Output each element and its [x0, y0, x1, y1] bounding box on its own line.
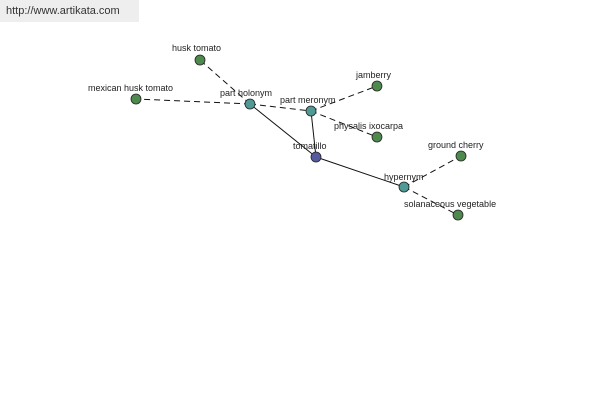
edge-meronym-physalis-ixocarpa — [310, 110, 378, 138]
node-label: mexican husk tomato — [88, 83, 173, 93]
node-jamberry[interactable]: jamberry — [355, 70, 392, 92]
relation-node-dot[interactable] — [398, 181, 410, 193]
node-husk-tomato[interactable]: husk tomato — [172, 43, 221, 66]
node-mexican-husk-tomato[interactable]: mexican husk tomato — [88, 83, 173, 105]
leaf-node-dot[interactable] — [455, 150, 467, 162]
leaf-node-dot[interactable] — [371, 80, 383, 92]
node-label: hypernym — [384, 172, 424, 182]
node-label: part meronym — [280, 95, 336, 105]
node-label: tomatillo — [293, 141, 327, 151]
edge-center-part-meronym — [310, 110, 317, 158]
node-part-holonym[interactable]: part holonym — [220, 88, 272, 110]
edge-holonym-meronym — [249, 103, 312, 112]
edge-center-part-holonym — [249, 103, 317, 158]
node-label: physalis ixocarpa — [334, 121, 403, 131]
relation-node-dot[interactable] — [244, 98, 256, 110]
url-banner[interactable]: http://www.artikata.com — [0, 0, 139, 22]
node-physalis-ixocarpa[interactable]: physalis ixocarpa — [334, 121, 403, 143]
node-label: husk tomato — [172, 43, 221, 53]
node-label: jamberry — [355, 70, 392, 80]
leaf-node-dot[interactable] — [194, 54, 206, 66]
node-label: solanaceous vegetable — [404, 199, 496, 209]
node-label: ground cherry — [428, 140, 484, 150]
node-hypernym[interactable]: hypernym — [384, 172, 424, 193]
edge-holonym-mexican-husk-tomato — [135, 98, 251, 105]
node-label: part holonym — [220, 88, 272, 98]
node-solanaceous-vegetable[interactable]: solanaceous vegetable — [404, 199, 496, 221]
leaf-node-dot[interactable] — [130, 93, 142, 105]
edge-hypernym-solanaceous-vegetable — [403, 186, 459, 216]
edge-holonym-husk-tomato — [199, 59, 251, 105]
center-node-dot[interactable] — [310, 151, 322, 163]
node-part-meronym[interactable]: part meronym — [280, 95, 336, 117]
edge-center-hypernym — [315, 156, 405, 188]
node-ground-cherry[interactable]: ground cherry — [428, 140, 484, 162]
leaf-node-dot[interactable] — [371, 131, 383, 143]
leaf-node-dot[interactable] — [452, 209, 464, 221]
edge-hypernym-ground-cherry — [403, 155, 462, 188]
node-tomatillo[interactable]: tomatillo — [293, 141, 327, 163]
relation-node-dot[interactable] — [305, 105, 317, 117]
edge-meronym-jamberry — [310, 85, 378, 112]
